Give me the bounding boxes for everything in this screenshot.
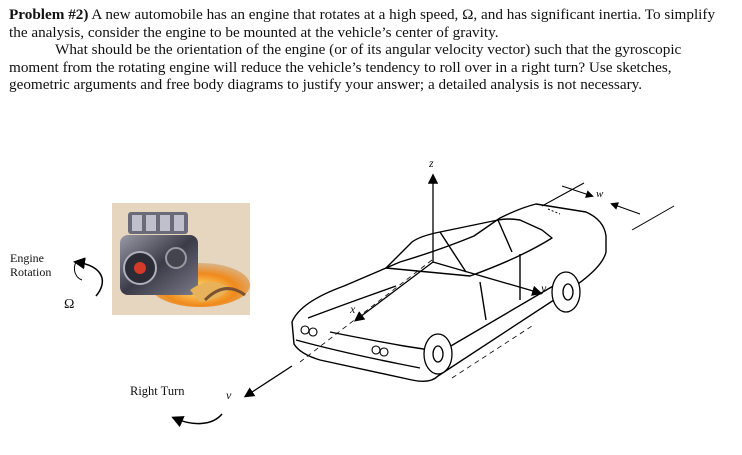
car-outline [291,203,607,383]
engine-label-line1: Engine [10,251,44,265]
engine-rotation-arrow [73,257,104,297]
width-dimension [541,182,675,231]
engine-label-line2: Rotation [10,265,52,279]
engine-rotation-label: Engine Rotation [10,251,51,279]
car-headlights [300,325,389,357]
problem-paragraph-1: Problem #2) A new automobile has an engi… [9,6,731,41]
problem-text-1: A new automobile has an engine that rota… [9,6,716,41]
problem-heading: Problem #2) [9,6,89,23]
y-axis-arrow [432,261,543,296]
problem-statement: Problem #2) A new automobile has an engi… [9,6,731,94]
omega-label: Ω [64,297,75,312]
x-axis-label: x [350,302,356,316]
z-axis-label: z [429,156,434,170]
car-wheels [423,271,581,375]
centerline-dashed [299,259,433,363]
ground-dashed [451,325,533,379]
width-label: w [596,188,604,200]
right-turn-arrow [171,413,223,428]
problem-paragraph-2: What should be the orientation of the en… [9,41,682,94]
velocity-label: v [226,388,232,402]
velocity-arrow [243,365,293,398]
y-axis-label: y [541,281,547,295]
engine-image [112,203,250,315]
right-turn-label: Right Turn [130,384,185,398]
